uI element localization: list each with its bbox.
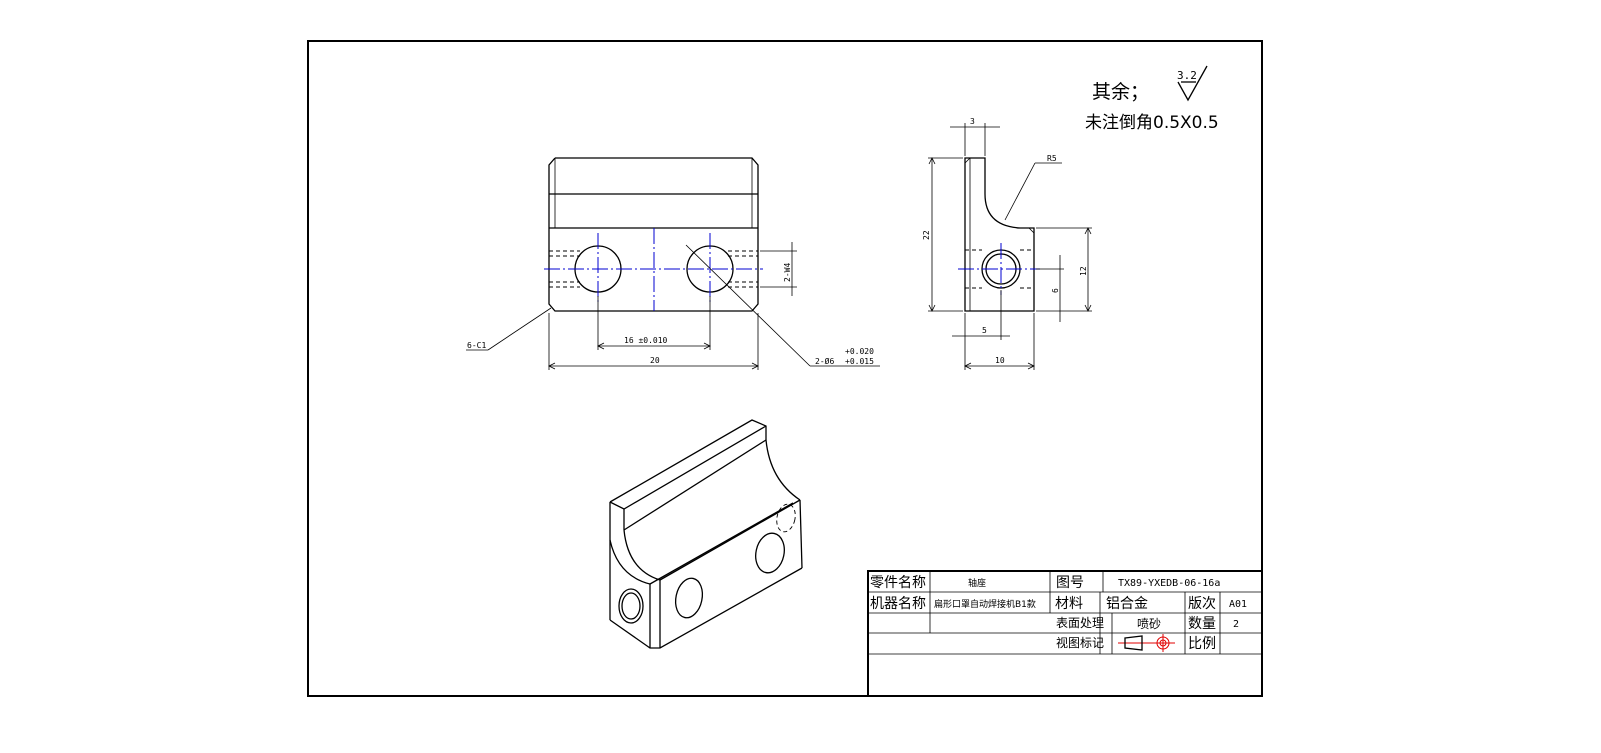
version-label: 版次 <box>1188 596 1216 612</box>
view-label: 视图标记 <box>1056 635 1104 650</box>
version: A01 <box>1229 599 1247 610</box>
height-step-dim: 12 <box>1079 266 1088 276</box>
height-total-dim: 22 <box>922 230 931 240</box>
machine-name: 扁形口罩自动焊接机B1款 <box>934 598 1036 610</box>
hole-tolerance-upper: +0.020 <box>845 347 874 356</box>
drawing-no: TX89-YXEDB-06-16a <box>1118 578 1220 589</box>
projection-symbol <box>1118 634 1175 652</box>
top-slot-dim: 3 <box>970 117 975 126</box>
part-name: 轴座 <box>968 577 986 589</box>
side-width-dim: 10 <box>995 356 1005 365</box>
general-notes: 其余； 3.2 未注倒角0.5X0.5 <box>1085 65 1219 133</box>
machine-name-label: 机器名称 <box>870 596 926 612</box>
material-label: 材料 <box>1055 596 1083 612</box>
roughness-symbol: 3.2 <box>1177 65 1208 102</box>
hole-callout: 2-Ø6 <box>815 356 834 366</box>
quantity: 2 <box>1233 619 1239 630</box>
fillet-radius-dim: R5 <box>1047 154 1057 163</box>
chamfer-callout: 6-C1 <box>467 341 486 350</box>
surface: 喷砂 <box>1137 617 1161 631</box>
title-block: 零件名称 轴座 图号 TX89-YXEDB-06-16a 机器名称 扁形口罩自动… <box>867 570 1263 697</box>
hole-tolerance-lower: +0.015 <box>845 357 874 366</box>
quantity-label: 数量 <box>1188 616 1216 632</box>
drawing-no-label: 图号 <box>1056 575 1084 591</box>
part-name-label: 零件名称 <box>870 575 926 591</box>
remaining-roughness-label: 其余； <box>1092 81 1149 103</box>
scale-label: 比例 <box>1188 636 1216 652</box>
surface-label: 表面处理 <box>1056 616 1104 630</box>
front-width-dim: 20 <box>650 356 660 365</box>
side-view: 3 R5 22 12 6 5 10 <box>922 117 1092 370</box>
hole-offset-dim: 5 <box>982 326 987 335</box>
drawing-border <box>307 40 1263 697</box>
hole-height-dim: 6 <box>1051 288 1060 293</box>
front-view: 2-W4 16 ±0.010 20 6-C1 2-Ø6 +0.020 +0.01… <box>466 157 880 370</box>
hole-spacing-dim: 16 ±0.010 <box>624 336 668 345</box>
chamfer-note: 未注倒角0.5X0.5 <box>1085 113 1219 133</box>
roughness-value: 3.2 <box>1177 69 1197 82</box>
hole-depth-dim: 2-W4 <box>783 263 792 282</box>
material: 铝合金 <box>1106 596 1148 612</box>
isometric-view <box>609 419 803 649</box>
